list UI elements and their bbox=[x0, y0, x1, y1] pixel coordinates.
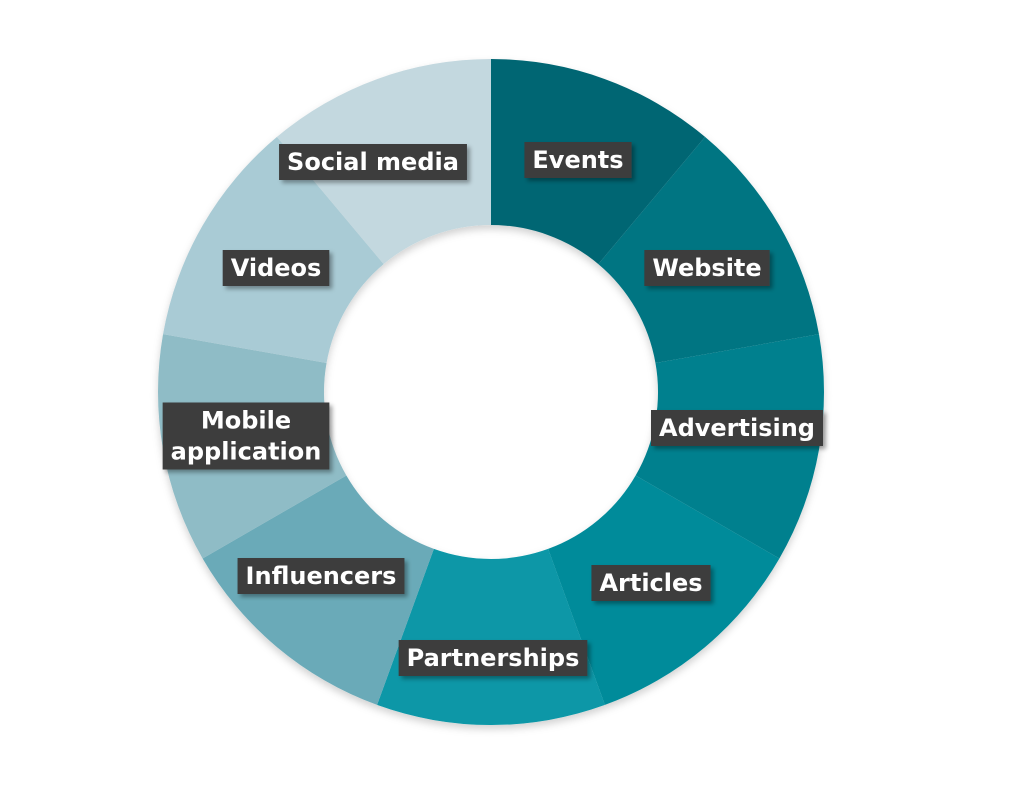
segment-label-text: Advertising bbox=[659, 414, 815, 442]
label-website: Website bbox=[644, 250, 770, 286]
segment-label-text: Videos bbox=[231, 254, 322, 282]
label-partnerships: Partnerships bbox=[398, 640, 588, 676]
segment-labels: EventsWebsiteAdvertisingArticlesPartners… bbox=[162, 142, 823, 676]
label-articles: Articles bbox=[591, 565, 711, 601]
segment-label-text: Events bbox=[532, 146, 623, 174]
segment-label-text: Articles bbox=[599, 569, 702, 597]
label-events: Events bbox=[524, 142, 632, 178]
donut-ring bbox=[157, 59, 824, 725]
label-social-media: Social media bbox=[279, 144, 467, 180]
segment-advertising bbox=[635, 334, 824, 559]
segment-label-text: Website bbox=[652, 254, 761, 282]
label-advertising: Advertising bbox=[651, 410, 823, 446]
segment-label-text: Social media bbox=[287, 148, 459, 176]
segment-label-text: Partnerships bbox=[407, 644, 580, 672]
segment-website bbox=[598, 136, 819, 364]
segment-label-text: Influencers bbox=[246, 562, 397, 590]
label-videos: Videos bbox=[222, 250, 330, 286]
segment-partnerships bbox=[377, 548, 605, 725]
segment-videos bbox=[163, 136, 384, 364]
label-influencers: Influencers bbox=[237, 558, 405, 594]
